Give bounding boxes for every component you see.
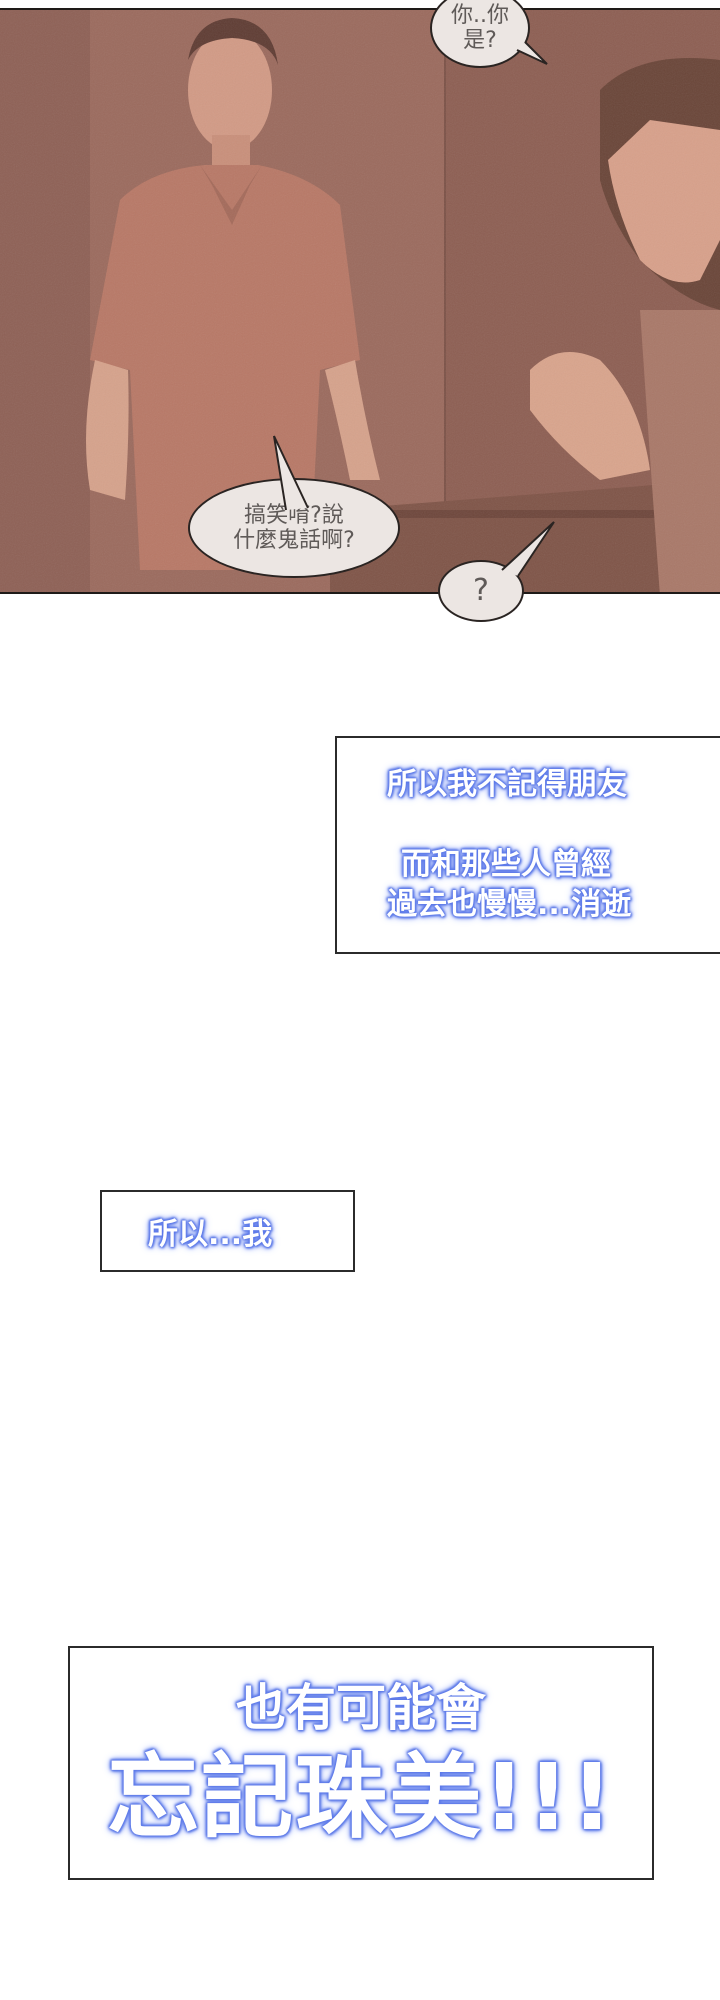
bubble-line: 你..你 — [451, 2, 509, 28]
speech-bubble-who-are-you: 你..你 是? — [430, 0, 530, 68]
caption-line: 也有可能會 — [236, 1679, 486, 1737]
caption-box-forget-jumi: 也有可能會 忘記珠美!!! — [68, 1646, 654, 1880]
bubble-tail — [273, 435, 309, 511]
bubble-tail — [516, 41, 548, 65]
caption-box-so-i: 所以...我 — [100, 1190, 355, 1272]
bubble-tail — [501, 521, 555, 577]
bubble-line: 是? — [463, 28, 497, 53]
caption-line-large: 忘記珠美!!! — [107, 1744, 615, 1851]
bubble-line: 什麼鬼話啊? — [233, 528, 355, 553]
caption-line: 所以...我 — [148, 1217, 273, 1252]
caption-box-forget-friends: 所以我不記得朋友 而和那些人曾經 過去也慢慢...消逝 — [335, 736, 720, 954]
caption-line: 所以我不記得朋友 — [387, 767, 627, 802]
caption-line: 而和那些人曾經 — [401, 847, 611, 882]
caption-line: 過去也慢慢...消逝 — [387, 887, 632, 922]
bubble-line: ? — [473, 572, 489, 608]
